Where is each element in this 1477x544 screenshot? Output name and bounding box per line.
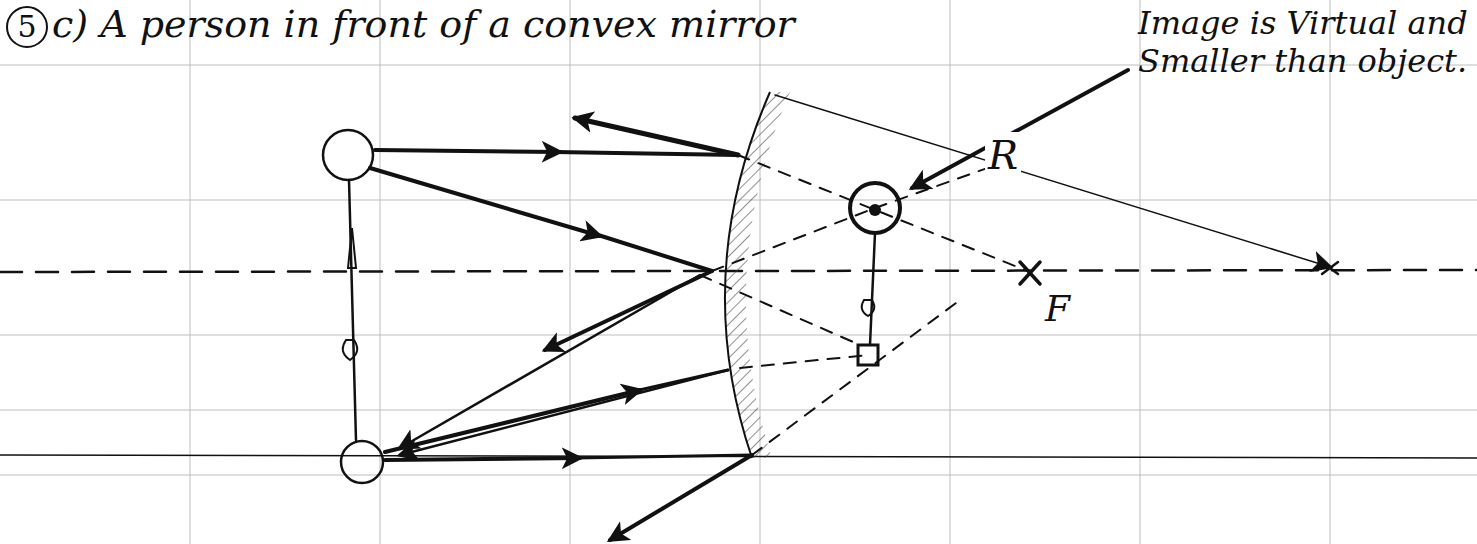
virtual-ray xyxy=(740,355,868,368)
ray xyxy=(400,275,700,448)
object-head xyxy=(323,130,373,180)
ray xyxy=(610,455,752,540)
ray xyxy=(385,458,580,460)
callout-number: 5 xyxy=(6,6,48,48)
object-detail xyxy=(343,228,357,360)
ray xyxy=(595,234,712,271)
virtual-ray xyxy=(712,208,875,271)
object-foot xyxy=(341,441,383,483)
ray xyxy=(575,118,738,155)
ray xyxy=(385,390,640,452)
image-detail xyxy=(862,300,875,316)
virtual-ray xyxy=(700,275,860,345)
convex-mirror xyxy=(725,92,770,458)
object-body xyxy=(349,180,356,440)
radius-label: R xyxy=(985,132,1021,178)
ray xyxy=(375,150,560,152)
centre-mark xyxy=(1322,262,1338,274)
ground-line xyxy=(0,455,1477,458)
mirror-back xyxy=(725,92,790,458)
virtual-ray xyxy=(752,300,960,455)
pointer-arrow xyxy=(912,70,1128,188)
image-body xyxy=(870,233,875,345)
ray xyxy=(555,152,738,155)
ray xyxy=(370,168,600,236)
centre-mark xyxy=(1322,262,1338,274)
ray xyxy=(400,370,728,455)
title: c) A person in front of a convex mirror xyxy=(52,2,795,46)
focus-label: F xyxy=(1045,288,1070,329)
ray xyxy=(575,455,752,458)
note: Image is Virtual and Smaller than object… xyxy=(1138,4,1468,81)
radius-line xyxy=(775,95,1330,267)
